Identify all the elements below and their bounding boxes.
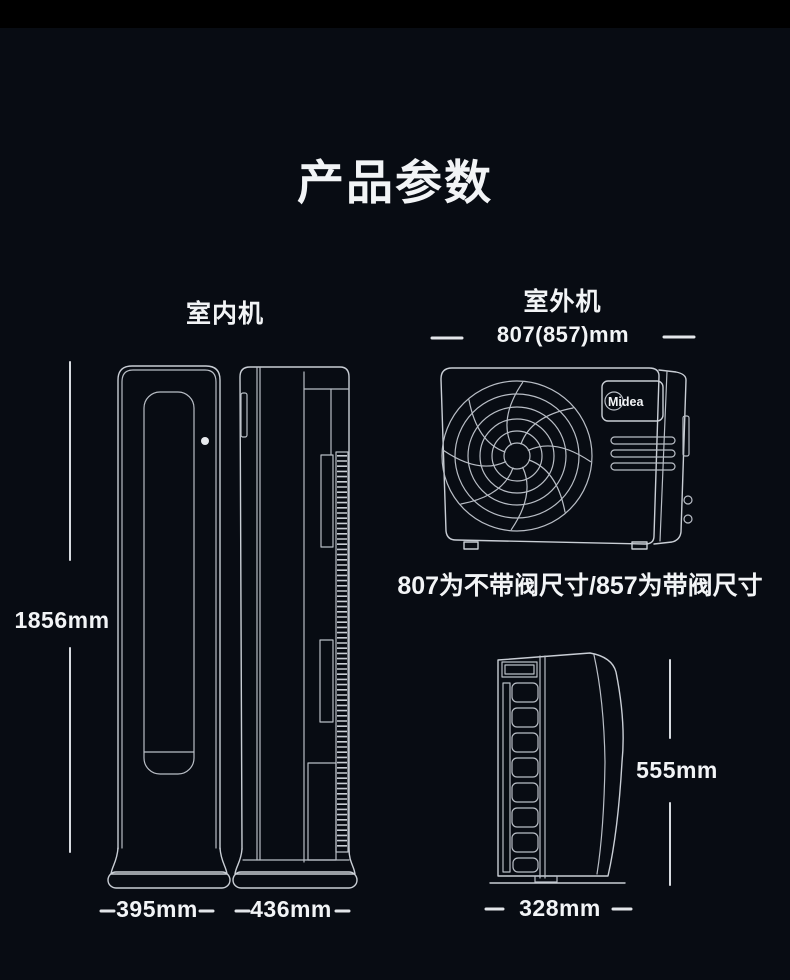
outdoor-valve-top [683,495,693,505]
outdoor-sideview-inner-curve [593,654,606,875]
indoor-side-rect-upper [320,454,334,548]
midea-logo-circle [604,391,624,411]
indoor-side-depth-dimension: 436mm [250,896,332,922]
outdoor-valve-bottom [683,514,693,524]
outdoor-slats [610,436,676,471]
outdoor-unit-label: 室外机 [523,288,602,316]
outdoor-sideview-top-box [501,661,538,678]
outdoor-sideview-outline [497,652,624,877]
outdoor-sideview-top-box-inner [504,664,535,675]
outdoor-front-crease [659,370,668,542]
indoor-side-coil-frame [335,451,349,853]
fan-grille [441,380,593,532]
indoor-front-width-dimension: 395mm [116,896,198,922]
indoor-side-view [232,366,358,889]
indoor-front-pedestal [107,871,231,889]
midea-logo-frame [601,380,664,422]
outdoor-side-handle [682,415,690,457]
indoor-side-body [239,366,350,850]
outdoor-foot-right [631,541,648,550]
indoor-side-base-flare [234,848,356,875]
fan-blade [528,459,566,513]
indoor-side-rect-lower [307,762,337,861]
top-letterbox-bar [0,0,790,28]
outdoor-sideview-louvers [511,682,539,873]
indoor-unit-label: 室内机 [185,300,264,328]
indoor-front-panel [143,391,195,775]
outdoor-sideview-foot [534,875,558,883]
outdoor-foot-left [463,541,479,550]
indoor-side-pedestal [232,871,358,889]
valve-dimension-note: 807为不带阀尺寸/857为带阀尺寸 [397,572,763,600]
indoor-front-view [107,365,231,889]
outdoor-depth-dimension: 328mm [519,895,601,921]
indoor-front-body [117,365,221,850]
indoor-height-dimension: 1856mm [14,607,110,633]
indoor-front-base-flare [110,847,228,875]
indoor-side-left-jog [240,392,248,438]
indoor-front-indicator-dot [201,437,209,445]
indoor-side-rect-mid [319,639,334,723]
page-title: 产品参数 [297,156,493,209]
dimension-lines [69,335,696,913]
outdoor-front-view: Midea [440,367,693,550]
indoor-front-inner-edge [121,369,217,849]
outdoor-side-view [489,652,626,884]
midea-logo: Midea [601,380,664,422]
outdoor-sideview-left-strip [502,682,511,873]
midea-logo-text: Midea [608,395,644,409]
outdoor-width-dimension: 807(857)mm [496,322,630,347]
outdoor-front-face [440,367,660,545]
outdoor-height-dimension: 555mm [636,757,718,783]
